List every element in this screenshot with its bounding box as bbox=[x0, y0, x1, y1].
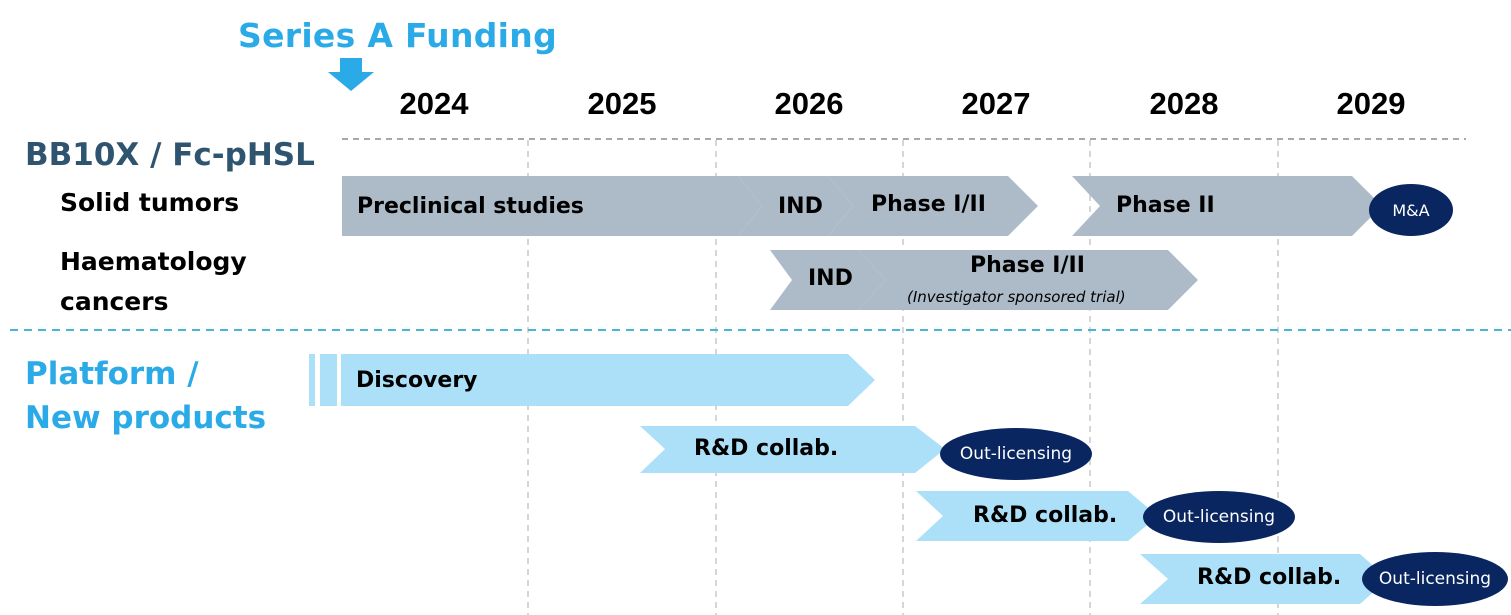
label-rd2: R&D collab. bbox=[973, 503, 1118, 528]
label-rd1: R&D collab. bbox=[694, 436, 839, 461]
bar-discovery bbox=[341, 354, 875, 406]
oval-out-licensing-1: Out-licensing bbox=[940, 428, 1092, 480]
oval-out-licensing-2: Out-licensing bbox=[1143, 491, 1295, 543]
bar-preclinical bbox=[342, 176, 762, 236]
bar-phase12-solid bbox=[828, 176, 1038, 236]
oval-out-licensing-3: Out-licensing bbox=[1362, 552, 1508, 606]
bar-rd1 bbox=[640, 426, 945, 473]
section-title-bb10x: BB10X / Fc-pHSL bbox=[25, 137, 315, 173]
year-2027: 2027 bbox=[961, 86, 1031, 121]
year-2025: 2025 bbox=[587, 86, 657, 121]
label-preclinical: Preclinical studies bbox=[357, 194, 584, 219]
label-ind-solid: IND bbox=[778, 194, 823, 219]
year-2028: 2028 bbox=[1149, 86, 1219, 121]
funding-arrow-icon bbox=[328, 58, 374, 91]
row-label-haematology: Haematology bbox=[60, 247, 247, 276]
section-title-platform: Platform / bbox=[25, 356, 199, 392]
bar-rd2 bbox=[916, 491, 1158, 541]
series-a-funding-label: Series A Funding bbox=[238, 16, 558, 55]
bar-ind-solid bbox=[738, 176, 853, 236]
row-label-cancers: cancers bbox=[60, 287, 169, 316]
year-2024: 2024 bbox=[399, 86, 469, 121]
label-investigator-trial: (Investigator sponsored trial) bbox=[907, 288, 1126, 306]
discovery-stripe-2 bbox=[320, 354, 337, 406]
bar-phase12-haem bbox=[858, 250, 1198, 310]
bar-phase2-solid bbox=[1072, 176, 1382, 236]
label-ind-haem: IND bbox=[808, 266, 853, 291]
row-label-solid-tumors: Solid tumors bbox=[60, 188, 240, 217]
label-rd3: R&D collab. bbox=[1197, 565, 1342, 590]
bar-rd3 bbox=[1140, 554, 1388, 604]
discovery-stripe-1 bbox=[309, 354, 315, 406]
section-title-new-products: New products bbox=[25, 400, 267, 436]
label-phase12-solid: Phase I/II bbox=[871, 192, 986, 217]
label-phase12-haem: Phase I/II bbox=[970, 253, 1085, 278]
year-2029: 2029 bbox=[1336, 86, 1406, 121]
year-2026: 2026 bbox=[774, 86, 844, 121]
label-discovery: Discovery bbox=[356, 368, 478, 393]
oval-ma: M&A bbox=[1369, 184, 1453, 236]
bar-ind-haem bbox=[770, 250, 886, 310]
label-phase2-solid: Phase II bbox=[1116, 193, 1215, 218]
